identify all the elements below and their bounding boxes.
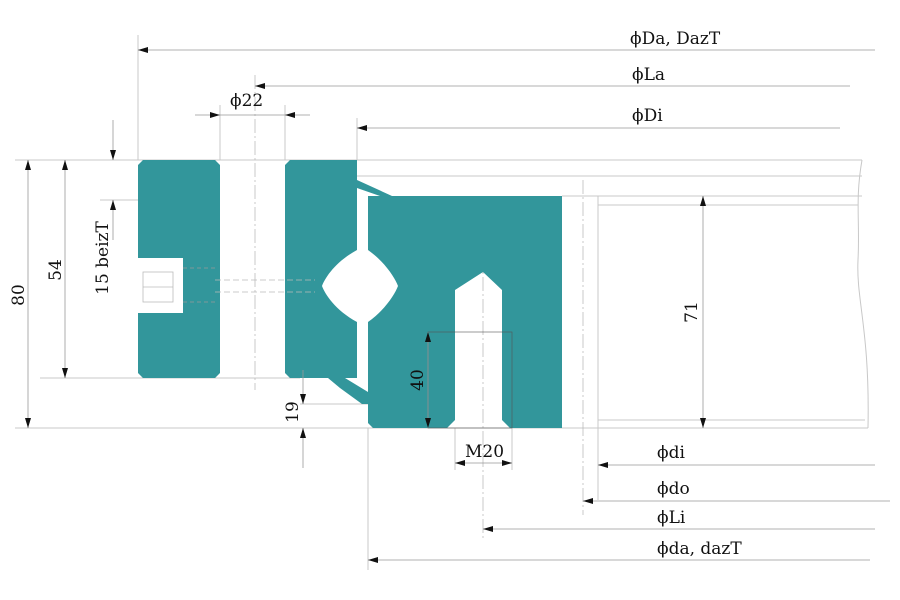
bottom-seal [328,378,383,404]
outer-ring-right [285,160,357,378]
label-di: ϕdi [657,443,685,463]
label-Di: ϕDi [632,106,663,126]
label-hole-dia: ϕ22 [230,91,263,111]
label-Da: ϕDa, DazT [630,29,721,49]
label-thread: M20 [465,442,504,462]
label-da: ϕda, dazT [657,539,742,559]
dimension-lines [25,47,890,563]
label-gap: 19 [283,401,303,423]
top-seal [340,175,392,196]
inner-ring [328,196,562,428]
label-thread-depth: 40 [408,369,428,391]
label-beiz: 15 beizT [93,220,113,294]
label-do: ϕdo [657,479,690,499]
label-total-height: 80 [9,284,29,306]
outer-ring-left [138,160,220,378]
label-Li: ϕLi [657,508,686,528]
outer-ring [138,160,392,378]
label-inner-height: 71 [682,301,702,323]
label-outer-height: 54 [46,259,66,281]
label-La: ϕLa [632,65,665,85]
